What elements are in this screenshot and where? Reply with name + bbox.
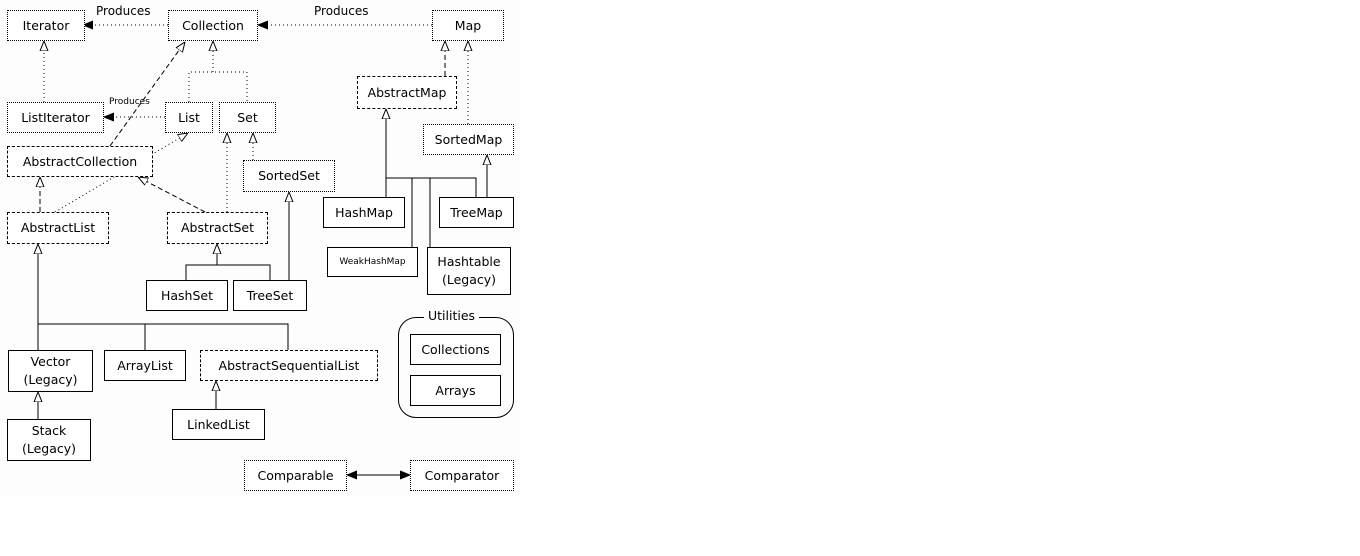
edge-abstractlist-list bbox=[54, 133, 188, 213]
node-stack[interactable]: Stack (Legacy) bbox=[7, 419, 91, 461]
node-comparable[interactable]: Comparable bbox=[244, 460, 347, 491]
node-iterator[interactable]: Iterator bbox=[7, 10, 85, 41]
edge-abstractset-abstractcollection bbox=[138, 177, 206, 213]
node-set[interactable]: Set bbox=[219, 102, 276, 133]
diagram-connectors bbox=[0, 0, 520, 495]
node-hash-map[interactable]: HashMap bbox=[323, 197, 405, 228]
utilities-title: Utilities bbox=[424, 308, 480, 324]
node-tree-map[interactable]: TreeMap bbox=[439, 197, 514, 228]
node-abstract-map[interactable]: AbstractMap bbox=[357, 76, 457, 109]
edge-list-collection bbox=[188, 71, 248, 102]
node-list[interactable]: List bbox=[165, 102, 213, 133]
node-hashtable[interactable]: Hashtable (Legacy) bbox=[427, 247, 511, 295]
node-sorted-map[interactable]: SortedMap bbox=[423, 124, 514, 155]
node-abstract-list[interactable]: AbstractList bbox=[7, 212, 109, 244]
node-comparator[interactable]: Comparator bbox=[410, 460, 514, 491]
node-abstract-sequential-list[interactable]: AbstractSequentialList bbox=[200, 350, 378, 381]
edge-abstractcollection-collection bbox=[109, 42, 185, 147]
node-hash-set[interactable]: HashSet bbox=[146, 280, 228, 311]
node-sorted-set[interactable]: SortedSet bbox=[243, 160, 335, 192]
node-vector[interactable]: Vector (Legacy) bbox=[8, 350, 93, 392]
node-map[interactable]: Map bbox=[432, 10, 504, 41]
node-arrays[interactable]: Arrays bbox=[410, 375, 501, 406]
node-collections[interactable]: Collections bbox=[410, 334, 501, 365]
edge-list-impls bbox=[37, 323, 289, 350]
node-linked-list[interactable]: LinkedList bbox=[172, 409, 265, 440]
node-weak-hash-map[interactable]: WeakHashMap bbox=[327, 247, 418, 277]
node-array-list[interactable]: ArrayList bbox=[104, 350, 186, 381]
edge-set-impls bbox=[185, 264, 271, 280]
node-list-iterator[interactable]: ListIterator bbox=[7, 102, 104, 133]
node-collection[interactable]: Collection bbox=[168, 10, 258, 41]
node-abstract-set[interactable]: AbstractSet bbox=[167, 212, 268, 244]
node-abstract-collection[interactable]: AbstractCollection bbox=[7, 146, 153, 177]
produces-label: Produces bbox=[314, 4, 369, 18]
edge-map-impls bbox=[385, 177, 477, 197]
collections-framework-diagram: Produces Produces Produces Iterator Coll… bbox=[0, 0, 520, 495]
produces-label: Produces bbox=[96, 4, 151, 18]
node-tree-set[interactable]: TreeSet bbox=[233, 280, 307, 311]
produces-label: Produces bbox=[109, 97, 150, 107]
